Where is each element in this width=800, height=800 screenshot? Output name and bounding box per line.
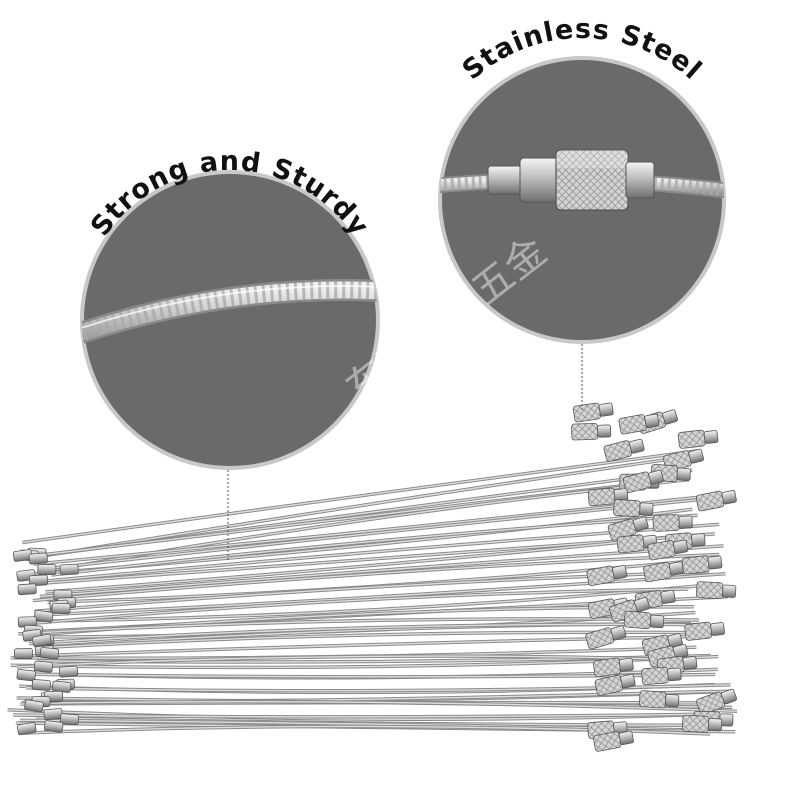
screw-lock-head [618, 413, 660, 435]
cable-end-cap [16, 722, 37, 736]
wire-highlight [33, 453, 701, 559]
wire-highlight [32, 553, 720, 602]
screw-lock-head [593, 730, 634, 752]
screw-lock-head [603, 438, 645, 462]
cable-end-cap [17, 583, 37, 596]
screw-lock-head [681, 714, 723, 733]
wire-highlight [33, 496, 701, 565]
screw-lock-head [681, 555, 723, 575]
wire-highlight [26, 700, 737, 712]
cable-end-cap [43, 708, 63, 721]
wire-highlight [30, 584, 704, 622]
wire-highlight [51, 514, 698, 576]
cable-end-cap [28, 552, 48, 565]
cable-end-cap [43, 720, 64, 733]
screw-lock-head [572, 402, 614, 423]
cable-end-cap [37, 564, 57, 576]
wire-highlight [26, 684, 731, 692]
screw-lock-head [594, 673, 636, 696]
screw-lock-head [696, 581, 737, 600]
screw-lock-head [647, 539, 689, 561]
screw-lock-head [571, 422, 612, 441]
screw-lock-head [695, 490, 737, 512]
zoom-circle-stainless [438, 56, 726, 344]
wire-highlight [18, 618, 699, 635]
screw-lock-head [677, 429, 719, 449]
cable-end-cap [51, 680, 72, 693]
key-ring-bundle [7, 402, 738, 752]
wire-highlight [45, 534, 689, 593]
wire-highlight [29, 623, 711, 645]
zoomed-screw-lock [440, 149, 724, 211]
screw-lock-head [587, 487, 629, 507]
screw-lock-head [652, 514, 693, 532]
cable-end-cap [39, 647, 60, 660]
zoom-circle-strong [80, 170, 380, 470]
screw-lock-head [585, 625, 627, 650]
cable-end-cap [58, 665, 79, 678]
screw-lock-head [586, 565, 628, 586]
cable-end-cap [59, 563, 79, 576]
cable-end-cap [33, 609, 54, 623]
wire-highlight [13, 713, 719, 718]
screw-lock-head [593, 657, 634, 678]
cable-end-cap [13, 648, 33, 660]
wire-highlight [16, 655, 697, 668]
screw-lock-head [684, 621, 725, 641]
cable-end-cap [33, 660, 54, 673]
wire-highlight [34, 588, 689, 624]
screw-lock-head [622, 469, 664, 494]
cable-end-cap [31, 679, 51, 691]
cable-end-cap [16, 669, 36, 682]
cable-end-cap [32, 633, 52, 648]
wire-highlight [22, 449, 700, 544]
screw-lock-head [623, 610, 665, 630]
cable-end-cap [28, 574, 49, 587]
screw-lock-head [638, 690, 680, 709]
zoomed-wire-cable [82, 279, 378, 351]
screw-lock-head [643, 561, 685, 583]
cable-end-cap [51, 602, 71, 615]
cable-end-cap [59, 713, 80, 726]
wire-highlight [7, 709, 706, 720]
screw-lock-head [607, 516, 649, 541]
screw-lock-head [696, 688, 737, 715]
screw-lock-head [613, 499, 654, 517]
screw-lock-head [641, 666, 682, 686]
cable-end-cap [24, 699, 44, 713]
wire-highlight [46, 573, 726, 616]
